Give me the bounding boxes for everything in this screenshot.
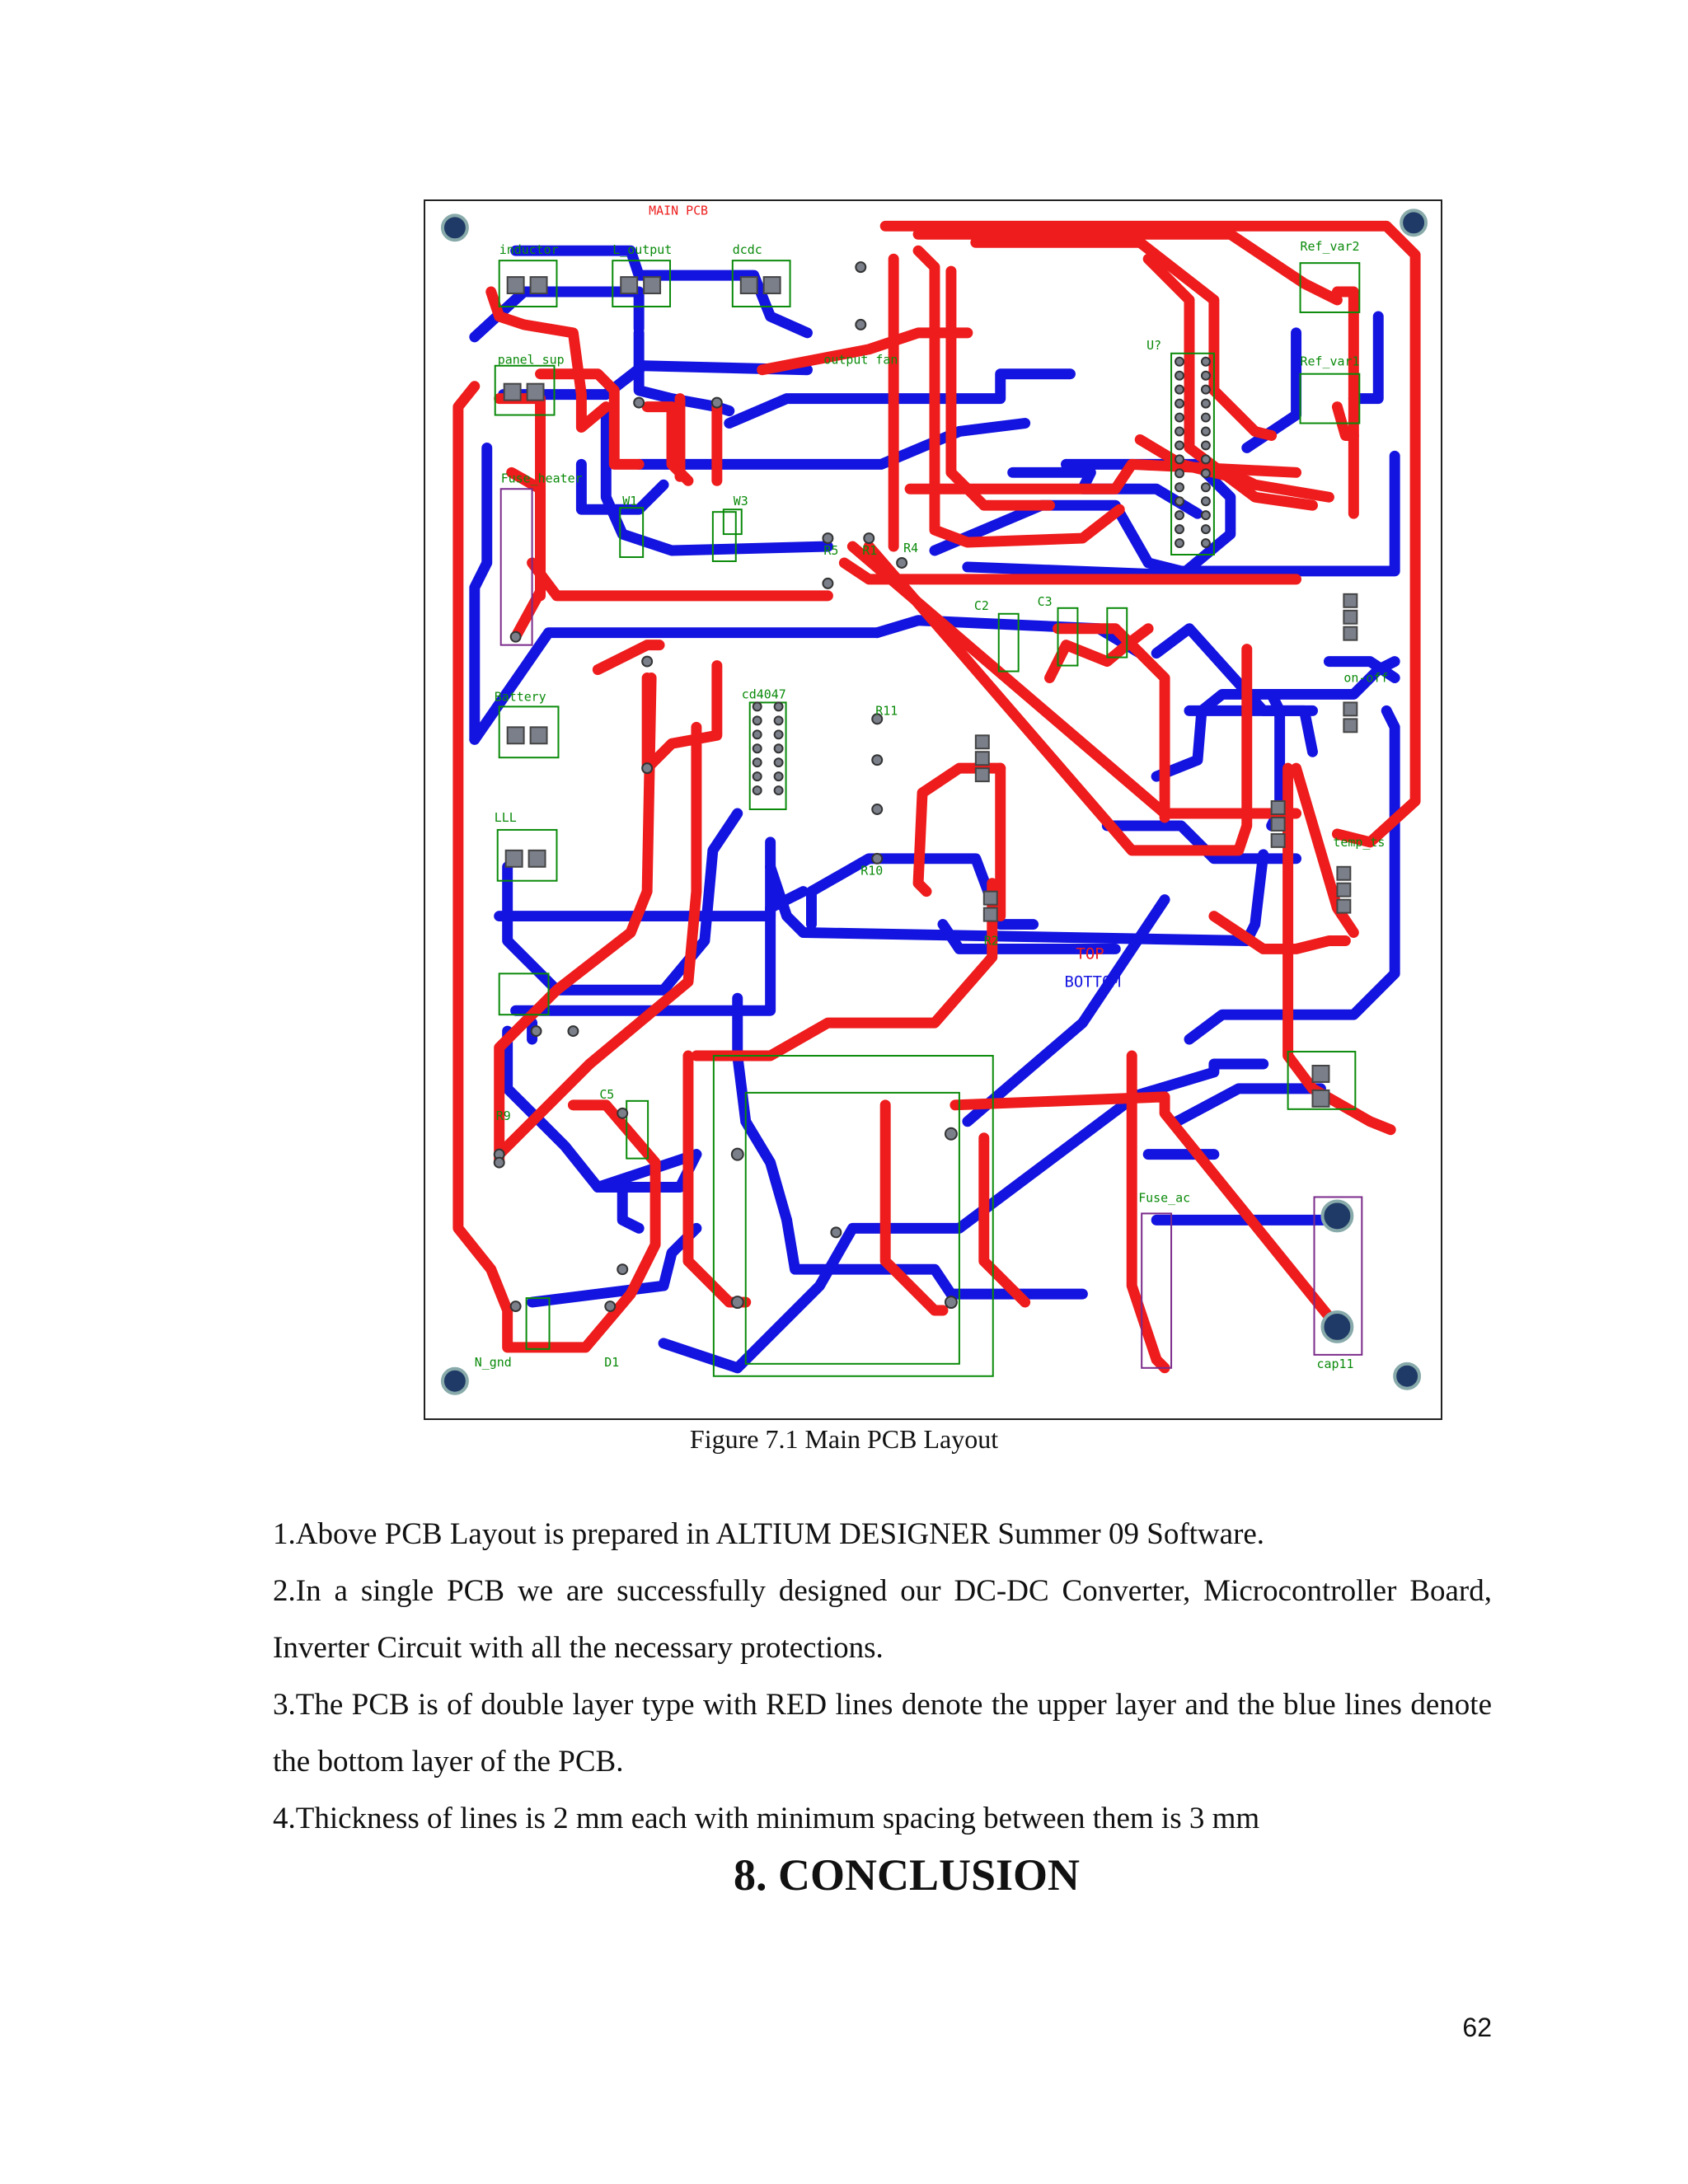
label-inductor: inductor [499,242,559,257]
label-cd4047: cd4047 [742,687,786,701]
label-n-gnd: N_gnd [475,1355,512,1370]
label-output-fan: output fan [823,353,898,368]
label-l-output: L_output [612,242,672,257]
label-r5: R5 [823,543,838,558]
label-r11: R11 [875,703,898,718]
paragraph-2: 2.In a single PCB we are successfully de… [273,1574,1492,1665]
label-u7: U? [1146,338,1161,353]
paragraph-3: 3.The PCB is of double layer type with R… [273,1688,1492,1779]
label-dcdc: dcdc [733,242,762,257]
vias [493,261,1211,1313]
label-r1: R1 [862,543,877,558]
pcb-layout-figure: MAIN PCB inductor L_output dcdc panel su… [424,199,1442,1420]
label-ref-var1: Ref_var1 [1301,354,1360,369]
label-temp-ts: temp_ts [1333,835,1385,850]
label-top-layer: TOP [1076,944,1104,963]
label-battery: Battery [495,689,546,704]
large-pads [1320,1199,1354,1343]
label-d1: D1 [604,1355,619,1370]
label-r9: R9 [496,1108,511,1123]
label-fuse-ac: Fuse_ac [1138,1190,1190,1205]
mounting-hole [440,1366,469,1395]
pcb-drawing: MAIN PCB inductor L_output dcdc panel su… [440,203,1428,1395]
component-outlines [494,260,1361,1377]
label-r4: R4 [903,541,918,555]
label-r10: R10 [860,864,883,879]
label-ref-var2: Ref_var2 [1301,239,1360,254]
bottom-layer-traces [469,245,1400,1374]
label-w1: W1 [622,494,637,509]
label-c2: C2 [974,598,989,613]
label-panel-sup: panel sup [498,353,565,368]
fuse-outlines [499,488,1363,1369]
label-cap11: cap11 [1316,1357,1353,1371]
section-heading: 8. CONCLUSION [733,1850,1081,1900]
paragraph-4: 4.Thickness of lines is 2 mm each with m… [273,1802,1260,1835]
label-fuse-heater: Fuse_heater [501,471,583,485]
figure-caption: Figure 7.1 Main PCB Layout [689,1424,999,1454]
label-r2: R2 [984,933,999,948]
label-on-off: on-off [1343,671,1388,686]
paragraph-1: 1.Above PCB Layout is prepared in ALTIUM… [273,1517,1265,1551]
label-lll: LLL [495,810,517,825]
label-c5: C5 [599,1087,614,1102]
page-number: 62 [1462,2013,1492,2042]
mounting-hole [440,213,469,242]
mounting-hole [1393,1361,1422,1390]
mounting-hole [1400,209,1428,237]
label-w3: W3 [734,494,748,509]
label-c3: C3 [1038,594,1053,609]
board-title: MAIN PCB [649,203,708,218]
label-bottom-layer: BOTTOM [1064,972,1120,991]
pads [503,276,1358,1108]
